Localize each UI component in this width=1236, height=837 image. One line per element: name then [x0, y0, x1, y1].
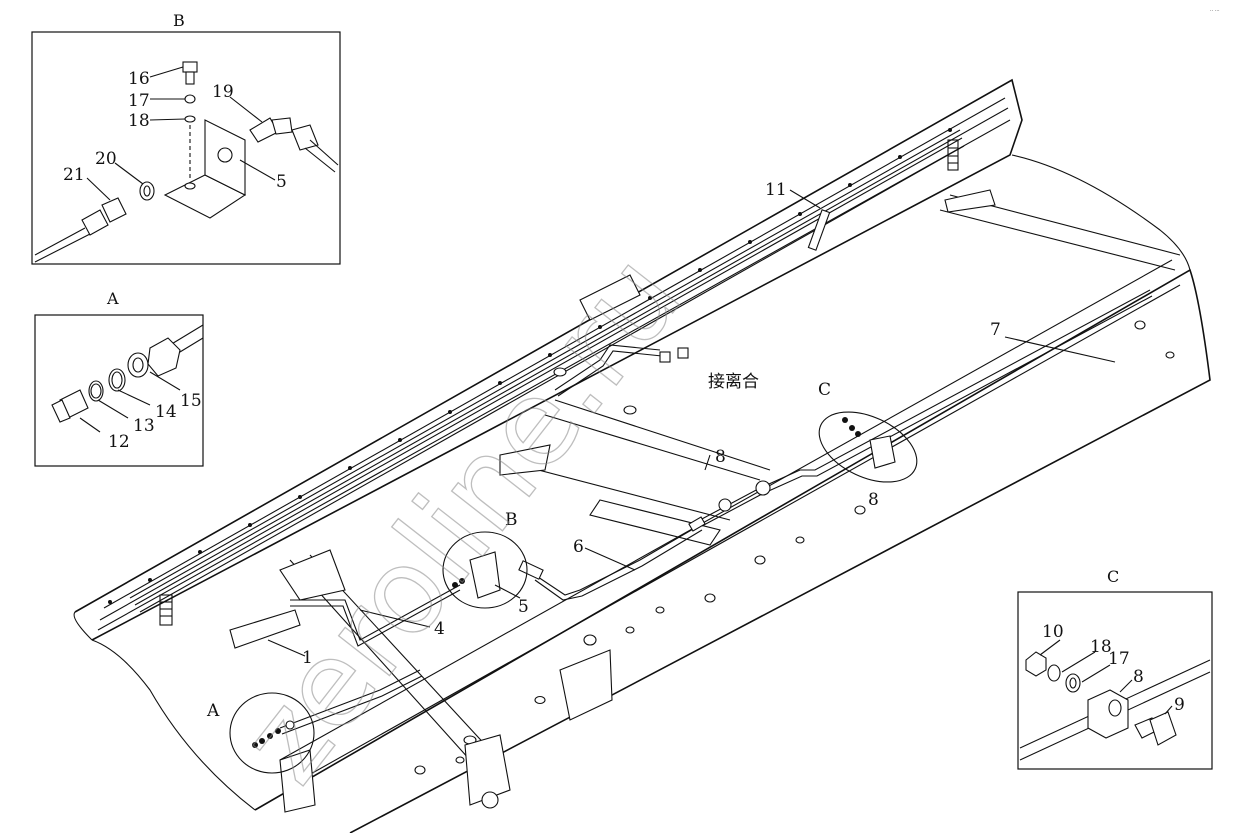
inset-b [31, 31, 341, 265]
corner-mark: ·· ··· [1210, 8, 1220, 14]
inset-b-label-20: 20 [95, 149, 117, 169]
inset-b-label-21: 21 [63, 165, 85, 185]
label-part-8: 8 [715, 447, 726, 467]
leader-lines [267, 189, 1116, 657]
label-part-8: 8 [868, 490, 879, 510]
inset-c-label-18: 18 [1090, 637, 1112, 657]
detail-callouts [229, 411, 918, 774]
inset-b-label-16: 16 [128, 69, 150, 89]
label-part-5: 5 [518, 597, 529, 617]
inset-c-label-17: 17 [1108, 649, 1130, 669]
inset-c-label-10: 10 [1042, 622, 1064, 642]
inset-b-label-19: 19 [212, 82, 234, 102]
label-part-4: 4 [434, 619, 445, 639]
label-part-7: 7 [990, 320, 1001, 340]
clutch-label: 接离合 [708, 372, 759, 392]
inset-c-title: C [1107, 567, 1119, 586]
inset-b-label-17: 17 [128, 91, 150, 111]
label-zone-a: A [206, 701, 220, 721]
inset-a-title: A [106, 289, 119, 308]
inset-a-label-13: 13 [133, 416, 155, 436]
inset-a-label-14: 14 [155, 402, 177, 422]
inset-a [34, 314, 204, 467]
inset-a-label-12: 12 [108, 432, 130, 452]
inset-b-title: B [173, 11, 185, 30]
inset-c-label-8: 8 [1133, 667, 1144, 687]
pipe-run [279, 209, 1153, 735]
label-part-11: 11 [765, 180, 787, 200]
inset-c-label-9: 9 [1174, 695, 1185, 715]
label-part-1: 1 [302, 648, 313, 668]
inset-b-label-5: 5 [276, 172, 287, 192]
inset-b-label-18: 18 [128, 111, 150, 131]
inset-c [1017, 591, 1213, 770]
label-zone-c: C [818, 380, 831, 400]
label-zone-b: B [505, 510, 518, 530]
inset-a-label-15: 15 [180, 391, 202, 411]
label-part-6: 6 [573, 537, 584, 557]
watermark: zeroline.ru [213, 229, 707, 808]
